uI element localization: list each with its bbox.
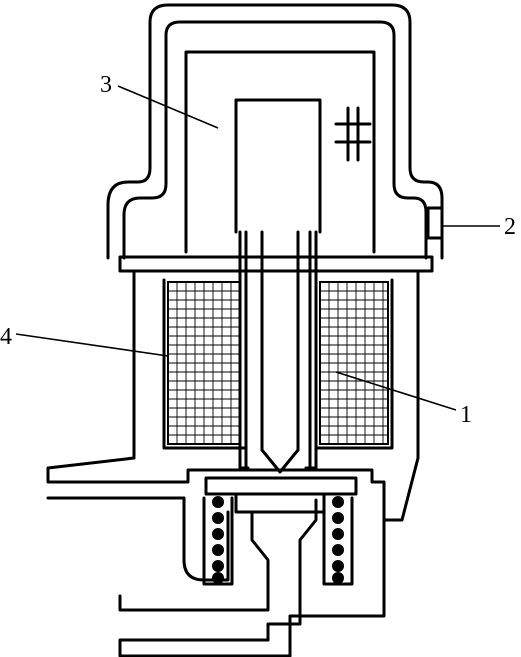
leader-line-4	[15, 333, 169, 357]
outer-housing	[106, 3, 444, 260]
coil-winding-left	[167, 281, 241, 445]
valve-stem	[234, 492, 326, 514]
outlet-channel	[266, 498, 318, 642]
mounting-flange	[118, 255, 434, 273]
upper-chamber	[184, 50, 376, 254]
bobbin-left	[162, 278, 248, 450]
label-3: 3	[100, 72, 112, 98]
spring-left	[212, 496, 224, 584]
lower-body-outer	[118, 468, 386, 657]
leader-line-1	[335, 371, 457, 411]
label-4: 4	[0, 324, 12, 350]
valve-disc	[204, 476, 358, 496]
coil-body-right-wall	[382, 269, 420, 522]
plunger-rod	[260, 230, 300, 474]
plunger-top	[234, 98, 322, 234]
bobbin-right	[314, 278, 394, 450]
lower-body-left	[46, 496, 230, 582]
inlet-channel	[118, 510, 270, 612]
leader-line-3	[117, 85, 219, 129]
coil-winding-right	[319, 281, 389, 445]
coil-body-left-wall	[46, 269, 142, 484]
inner-housing	[122, 20, 428, 260]
label-1: 1	[460, 402, 472, 428]
spring-right	[332, 496, 344, 584]
side-port	[426, 206, 444, 240]
label-2: 2	[504, 214, 516, 240]
spring-symbol	[334, 106, 372, 162]
